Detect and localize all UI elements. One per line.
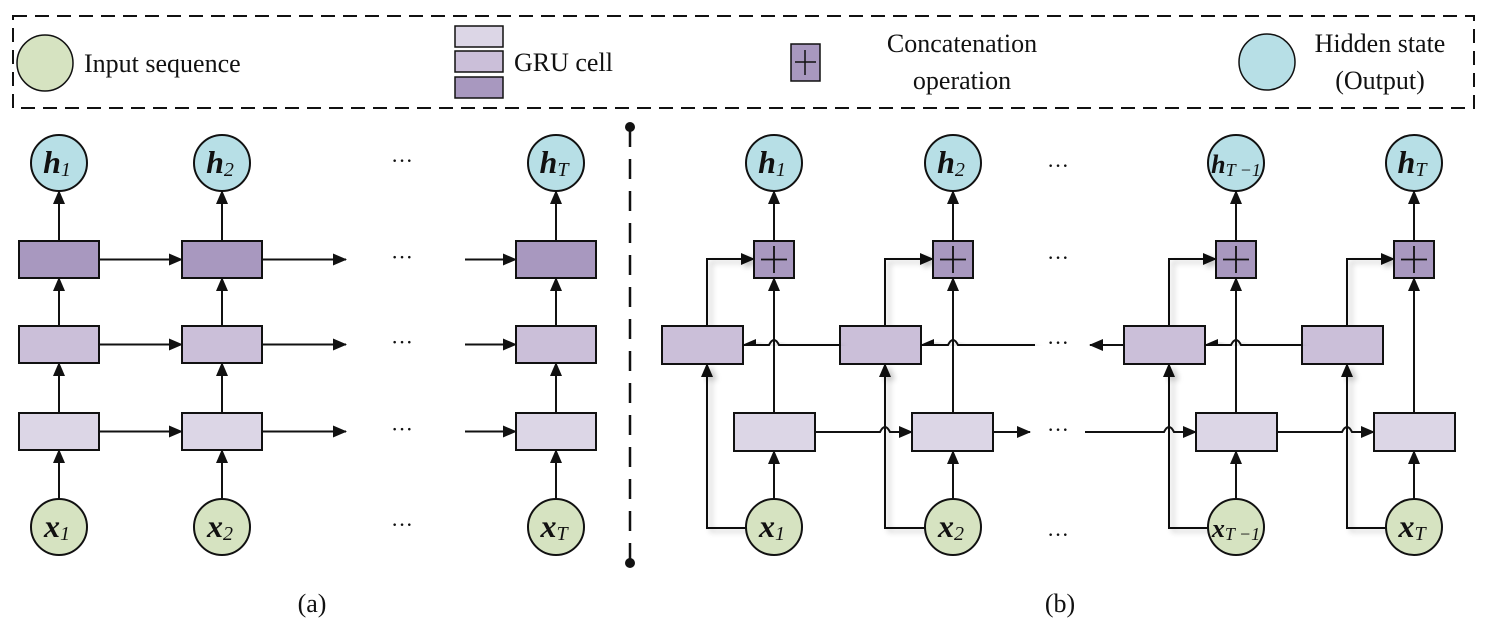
backward-gru-cell-t3 <box>1123 325 1206 365</box>
legend-gru-label: GRU cell <box>514 48 613 77</box>
backward-to-concat-line <box>706 253 755 326</box>
panel-a-caption: (a) <box>298 589 327 618</box>
concat-op-t2 <box>932 240 974 279</box>
input-node-x3: xT −1 <box>1207 498 1265 556</box>
input-node-x2-label: x2 <box>937 508 964 545</box>
input-node-x1-label: x1 <box>758 508 785 545</box>
legend: Input sequence GRU cell Concatenation op… <box>12 15 1475 109</box>
output-node-h1-label: h1 <box>43 144 71 181</box>
forward-recurrent-arrow <box>1277 426 1375 438</box>
legend-hidden-label-1: Hidden state <box>1315 29 1446 58</box>
legend-input-label: Input sequence <box>84 49 241 78</box>
output-node-h4: hT <box>1385 134 1443 192</box>
legend-gru-icon <box>454 25 504 99</box>
legend-concat-label-1: Concatenation <box>887 29 1037 58</box>
legend-input-icon <box>16 34 74 92</box>
panel-b-bidirectional-gru: h1 x1 h2 x2 hT −1 xT −1 hT xT ··· ··· ··· ··· ··· <box>661 134 1456 556</box>
ellipsis: ··· <box>391 417 413 442</box>
ellipsis: ··· <box>1047 522 1069 547</box>
input-node-x1: x1 <box>745 498 803 556</box>
concat-op-t1 <box>753 240 795 279</box>
output-node-h2: h2 <box>193 134 251 192</box>
forward-gru-cell-t3 <box>1195 412 1278 452</box>
forward-gru-cell-t4 <box>1373 412 1456 452</box>
input-node-x2: x2 <box>193 498 251 556</box>
input-node-x4: xT <box>1385 498 1443 556</box>
input-node-x2-label: x2 <box>206 508 233 545</box>
gru-cell-layer3-t2 <box>181 240 263 279</box>
ellipsis: ··· <box>1047 245 1069 270</box>
input-node-x1-label: x1 <box>43 508 70 545</box>
ellipsis: ··· <box>391 148 413 173</box>
input-node-x2: x2 <box>924 498 982 556</box>
forward-recurrent-arrow <box>1085 426 1197 438</box>
input-node-x3-label: xT −1 <box>1211 514 1260 544</box>
legend-hidden-icon <box>1238 33 1296 91</box>
backward-gru-cell-t4 <box>1301 325 1384 365</box>
input-node-x1: x1 <box>30 498 88 556</box>
panel-a-stacked-gru: h1 x1 h2 x2 hT xT ··· ··· ··· ··· ··· <box>18 134 597 556</box>
backward-recurrent-arrow <box>920 339 1035 351</box>
ellipsis: ··· <box>1047 330 1069 355</box>
input-to-backward-line <box>1341 363 1386 529</box>
backward-gru-cell-t1 <box>661 325 744 365</box>
output-node-h3-label: hT <box>540 144 571 181</box>
output-node-h2-label: h2 <box>206 144 234 181</box>
input-to-backward-line <box>701 363 746 529</box>
gru-cell-layer2-t2 <box>181 325 263 364</box>
backward-to-concat-line <box>1168 253 1217 326</box>
backward-to-concat-line <box>884 253 934 326</box>
ellipsis: ··· <box>1047 417 1069 442</box>
input-node-x4-label: xT <box>1397 508 1427 545</box>
backward-to-concat-line <box>1346 253 1395 326</box>
panel-divider <box>625 122 635 568</box>
gru-cell-layer2-t3 <box>515 325 597 364</box>
gru-cell-layer1-t2 <box>181 412 263 451</box>
output-node-h2: h2 <box>924 134 982 192</box>
output-node-h1-label: h1 <box>758 144 786 181</box>
gru-cell-layer3-t1 <box>18 240 100 279</box>
ellipsis: ··· <box>391 245 413 270</box>
output-node-h2-label: h2 <box>937 144 965 181</box>
concat-op-t4 <box>1393 240 1435 279</box>
ellipsis: ··· <box>391 512 413 537</box>
legend-hidden-label-2: (Output) <box>1335 66 1425 95</box>
output-node-h4-label: hT <box>1398 144 1429 181</box>
gru-cell-layer1-t1 <box>18 412 100 451</box>
forward-gru-cell-t2 <box>911 412 994 452</box>
backward-gru-cell-t2 <box>839 325 922 365</box>
concat-op-t3 <box>1215 240 1257 279</box>
ellipsis: ··· <box>391 330 413 355</box>
forward-gru-cell-t1 <box>733 412 816 452</box>
legend-concat-icon <box>790 43 821 82</box>
forward-recurrent-arrow <box>815 426 913 438</box>
ellipsis: ··· <box>1047 153 1069 178</box>
legend-concat-label-2: operation <box>913 66 1011 95</box>
output-node-h1: h1 <box>30 134 88 192</box>
input-node-x3-label: xT <box>539 508 569 545</box>
input-to-backward-line <box>1163 363 1208 529</box>
gru-cell-layer1-t3 <box>515 412 597 451</box>
gru-cell-layer3-t3 <box>515 240 597 279</box>
output-node-h3-label: hT −1 <box>1211 150 1261 180</box>
backward-recurrent-arrow <box>742 339 840 351</box>
input-node-x3: xT <box>527 498 585 556</box>
gru-cell-layer2-t1 <box>18 325 100 364</box>
output-node-h1: h1 <box>745 134 803 192</box>
legend-border <box>12 15 1475 109</box>
output-node-h3: hT <box>527 134 585 192</box>
backward-recurrent-arrow <box>1204 339 1302 351</box>
input-to-backward-line <box>879 363 925 529</box>
output-node-h3: hT −1 <box>1207 134 1265 192</box>
panel-b-caption: (b) <box>1045 589 1075 618</box>
